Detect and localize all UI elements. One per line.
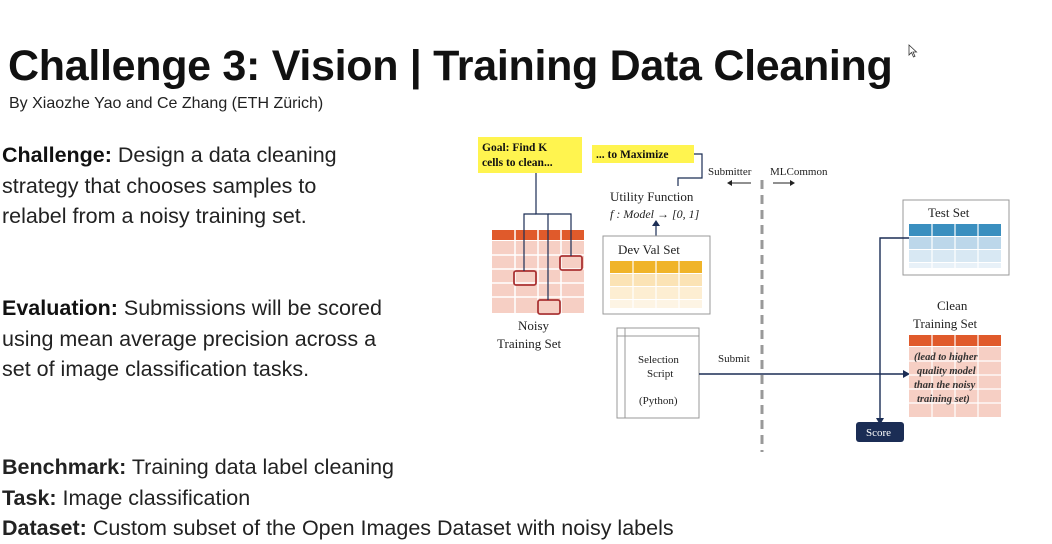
cleaning-workflow-diagram: Goal: Find K cells to clean... ... to Ma… [478, 137, 1010, 452]
goal-arrow-c [548, 213, 572, 256]
clean-note-3: than the noisy [914, 380, 976, 391]
benchmark-line: Benchmark: Training data label cleaning [2, 452, 674, 483]
evaluation-text: Submissions will be scored using mean av… [2, 296, 382, 381]
score-arrowhead-icon [876, 418, 884, 425]
clean-note-4: training set) [917, 394, 970, 405]
task-text: Image classification [56, 485, 251, 510]
slide-subtitle: By Xiaozhe Yao and Ce Zhang (ETH Zürich) [9, 95, 324, 112]
utility-title: Utility Function [610, 189, 694, 204]
clean-line1: Clean [937, 298, 968, 313]
selection-line3: (Python) [639, 395, 678, 407]
goal-highlight [478, 137, 582, 173]
dataset-text: Custom subset of the Open Images Dataset… [86, 516, 674, 540]
submitter-label: Submitter [708, 166, 752, 178]
maximize-arrow [677, 153, 703, 186]
selection-line1: Selection [638, 354, 679, 366]
task-line: Task: Image classification [2, 483, 674, 514]
submit-arrowhead-icon [903, 370, 910, 378]
dataset-label: Dataset: [2, 516, 87, 540]
score-label: Score [866, 427, 891, 439]
dataset-line: Dataset: Custom subset of the Open Image… [2, 513, 674, 544]
test-to-score-line [879, 237, 909, 420]
utility-formula: f : Model → [0, 1] [610, 207, 700, 221]
evaluation-paragraph: Evaluation: Submissions will be scored u… [2, 293, 382, 385]
utility-arrowhead-icon [652, 220, 660, 226]
mouse-cursor-icon [908, 44, 918, 58]
dev-val-label: Dev Val Set [618, 242, 680, 257]
clean-note-1: (lead to higher [914, 352, 978, 363]
test-set-table [909, 224, 1001, 268]
submit-label: Submit [718, 353, 750, 365]
clean-line2: Training Set [913, 316, 978, 331]
challenge-paragraph: Challenge: Design a data cleaning strate… [2, 140, 382, 232]
details-list: Benchmark: Training data label cleaning … [2, 452, 674, 544]
clean-note-2: quality model [917, 366, 976, 377]
maximize-text: ... to Maximize [596, 149, 669, 161]
goal-line1: Goal: Find K [482, 142, 547, 154]
benchmark-text: Training data label cleaning [126, 455, 395, 479]
challenge-text: Design a data cleaning strategy that cho… [2, 143, 337, 228]
selection-script-box [616, 327, 700, 419]
maximize-highlight [592, 145, 694, 163]
slide-title: Challenge 3: Vision | Training Data Clea… [8, 42, 893, 90]
benchmark-label: Benchmark: [2, 455, 127, 479]
dev-val-table [610, 261, 702, 308]
test-set-label: Test Set [928, 205, 970, 220]
noisy-training-table [492, 230, 584, 315]
goal-arrow-b [523, 213, 536, 271]
goal-line2: cells to clean... [482, 157, 553, 169]
task-label: Task: [2, 485, 57, 510]
noisy-line1: Noisy [518, 318, 550, 333]
challenge-label: Challenge: [2, 143, 112, 167]
noisy-line2: Training Set [497, 336, 562, 351]
clean-training-table [909, 335, 1001, 417]
selection-line2: Script [647, 368, 673, 380]
goal-arrows [535, 173, 549, 300]
evaluation-label: Evaluation: [2, 296, 118, 320]
left-arrow-icon [727, 180, 732, 186]
mlcommon-label: MLCommon [770, 166, 828, 178]
right-arrow-icon [790, 180, 795, 186]
score-box [856, 422, 904, 442]
